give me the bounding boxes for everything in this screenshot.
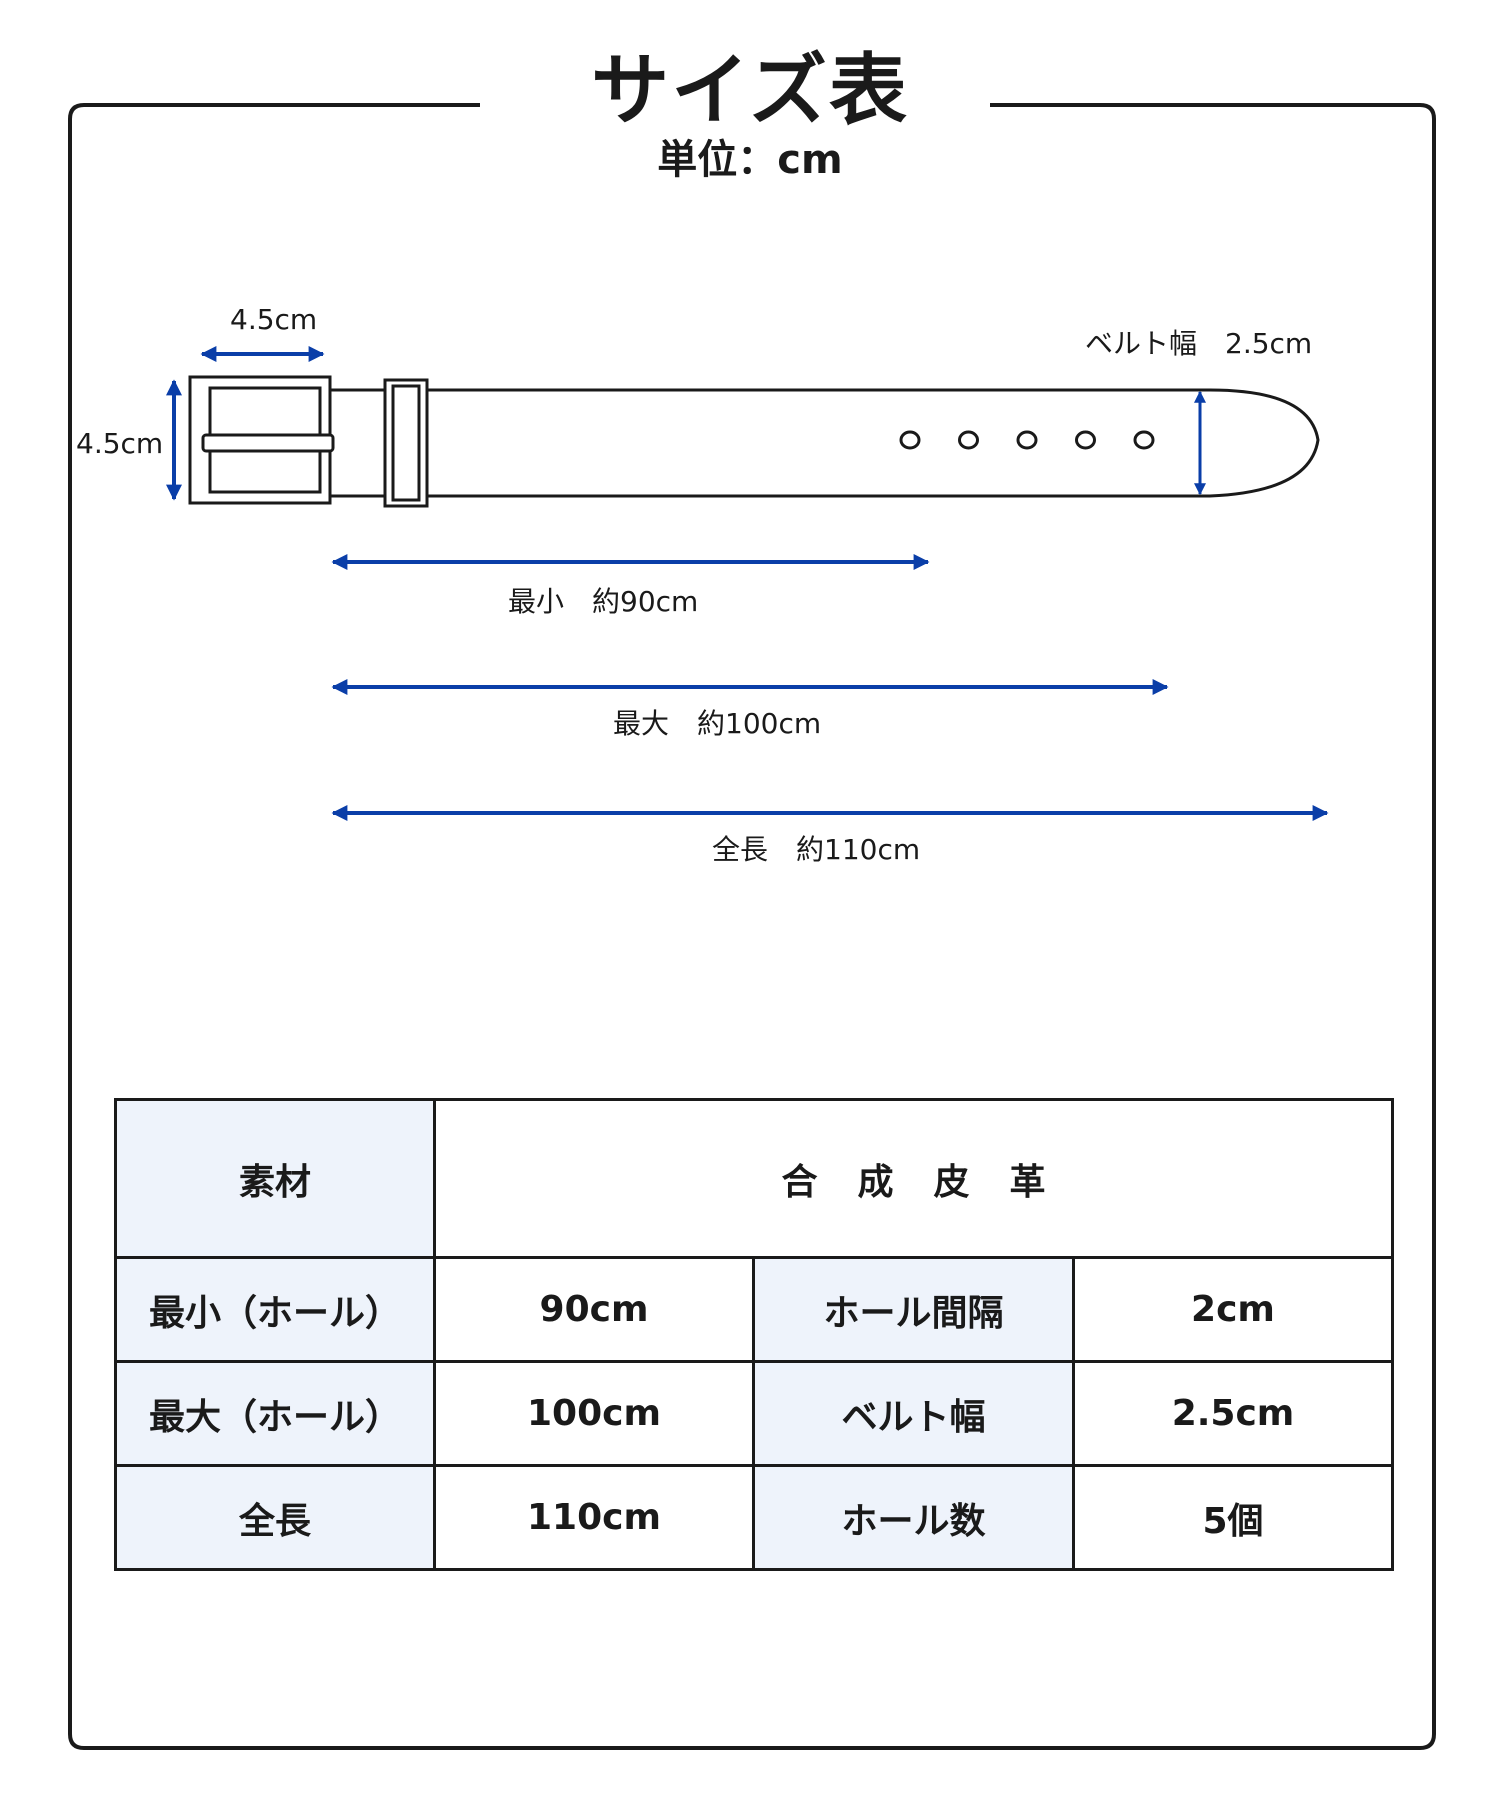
belt-hole xyxy=(899,430,921,450)
hole-spacing-value: 2cm xyxy=(1072,1256,1394,1363)
belt-hole xyxy=(1016,430,1038,450)
max-hole-label: 最大（ホール） xyxy=(114,1360,436,1467)
unit-label: 単位：cm xyxy=(657,137,843,183)
min-hole-label: 最小（ホール） xyxy=(114,1256,436,1363)
table-row: 全長 110cm ホール数 5個 xyxy=(114,1464,1394,1571)
min-hole-value: 90cm xyxy=(433,1256,755,1363)
total-length-row-label: 全長 xyxy=(114,1464,436,1571)
belt-width-label: ベルト幅 2.5cm xyxy=(1085,327,1313,360)
hole-count-value: 5個 xyxy=(1072,1464,1394,1571)
belt-hole xyxy=(1075,430,1096,450)
table-row: 素材 合成皮革 xyxy=(114,1098,1394,1259)
frame-border xyxy=(68,103,1436,1750)
max-hole-value: 100cm xyxy=(433,1360,755,1467)
belt-hole xyxy=(1133,430,1155,450)
total-length-row-value: 110cm xyxy=(433,1464,755,1571)
min-length-label: 最小 約90cm xyxy=(508,585,699,618)
belt-keeper xyxy=(383,378,429,508)
spec-table: 素材 合成皮革 最小（ホール） 90cm ホール間隔 2cm 最大（ホール） 1… xyxy=(114,1098,1394,1571)
max-length-label: 最大 約100cm xyxy=(613,707,822,740)
belt-width-row-value: 2.5cm xyxy=(1072,1360,1394,1467)
material-label: 素材 xyxy=(114,1098,436,1259)
total-length-label: 全長 約110cm xyxy=(712,833,921,866)
buckle-height-label: 4.5cm xyxy=(76,427,164,460)
belt-width-row-label: ベルト幅 xyxy=(752,1360,1075,1467)
belt-strap xyxy=(330,388,1320,498)
hole-count-label: ホール数 xyxy=(752,1464,1075,1571)
belt-hole xyxy=(958,430,979,450)
table-row: 最大（ホール） 100cm ベルト幅 2.5cm xyxy=(114,1360,1394,1467)
page-title: サイズ表 xyxy=(591,46,909,136)
material-value: 合成皮革 xyxy=(433,1098,1394,1259)
buckle-icon xyxy=(188,375,335,505)
buckle-width-label: 4.5cm xyxy=(230,303,318,336)
belt-holes xyxy=(899,430,1155,450)
hole-spacing-label: ホール間隔 xyxy=(752,1256,1075,1363)
table-row: 最小（ホール） 90cm ホール間隔 2cm xyxy=(114,1256,1394,1363)
